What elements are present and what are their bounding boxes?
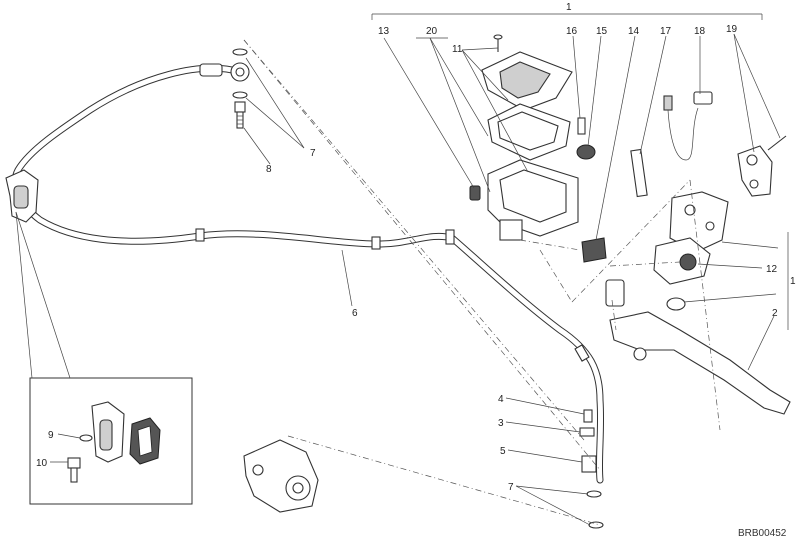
pivot-nut [666, 297, 686, 311]
callout-18: 18 [694, 26, 706, 37]
hose-clip [195, 228, 205, 242]
push-rod [630, 148, 648, 198]
hose-clip [371, 236, 381, 250]
body-recess [499, 169, 567, 223]
lower-banjo-bolt [581, 455, 597, 473]
banjo-bolt [234, 101, 246, 129]
cap-screw [493, 34, 503, 52]
piston-boot [581, 237, 607, 263]
callout-9: 9 [48, 430, 54, 441]
callout-1-right: 1 [790, 276, 796, 287]
inset-screw [67, 457, 81, 483]
callout-11: 11 [452, 44, 463, 55]
inset-washer [79, 434, 93, 442]
callout-13: 13 [378, 26, 390, 37]
copper-washer [232, 91, 248, 99]
hose-fitting [199, 63, 223, 77]
leader-lines [15, 13, 789, 526]
lever-pivot-plate [653, 237, 711, 285]
callout-20: 20 [426, 26, 438, 37]
slave-cylinder [243, 439, 319, 513]
bleed-valve [583, 409, 593, 423]
callout-10: 10 [36, 458, 48, 469]
callout-15: 15 [596, 26, 608, 37]
lever-pivot-hole [633, 347, 647, 361]
cap-label [499, 61, 551, 99]
diaphragm-inner [497, 111, 559, 151]
callout-16: 16 [566, 26, 578, 37]
callout-8: 8 [266, 164, 272, 175]
callout-7-top: 7 [310, 148, 316, 159]
inset-grommet [129, 417, 161, 465]
callout-14: 14 [628, 26, 640, 37]
callout-4: 4 [498, 394, 504, 405]
clutch-switch [663, 91, 713, 161]
callout-19: 19 [726, 24, 738, 35]
bleed-insert [469, 185, 481, 201]
callout-17: 17 [660, 26, 672, 37]
callout-5: 5 [500, 446, 506, 457]
callout-3: 3 [498, 418, 504, 429]
inset-bracket [91, 401, 125, 463]
callout-6: 6 [352, 308, 358, 319]
callout-7-bottom: 7 [508, 482, 514, 493]
copper-washer [232, 48, 248, 56]
bracket-screw [767, 135, 787, 151]
body-outlet [499, 219, 523, 241]
lever-mount [669, 191, 729, 253]
lower-washer [586, 490, 602, 498]
callout-12: 12 [766, 264, 778, 275]
adjuster-sleeve [605, 279, 625, 307]
reference-lines [243, 39, 721, 526]
lever-bracket [737, 145, 773, 197]
clutch-hose [11, 62, 605, 484]
clutch-lever [609, 311, 791, 415]
hose-guide-bracket [5, 169, 39, 223]
lower-washer [588, 521, 604, 529]
callout-2: 2 [772, 308, 778, 319]
hose-clip [574, 344, 590, 362]
banjo-hole [235, 67, 245, 77]
reference-code: BRB00452 [738, 528, 787, 539]
callout-1-top: 1 [566, 2, 572, 13]
pivot-pin [577, 117, 586, 135]
dust-grommet [576, 144, 596, 160]
callouts: 1 1 2 3 4 5 6 7 7 8 9 10 11 12 13 14 15 … [36, 2, 796, 493]
hose-clip [445, 229, 455, 245]
bleed-cap [579, 427, 595, 437]
